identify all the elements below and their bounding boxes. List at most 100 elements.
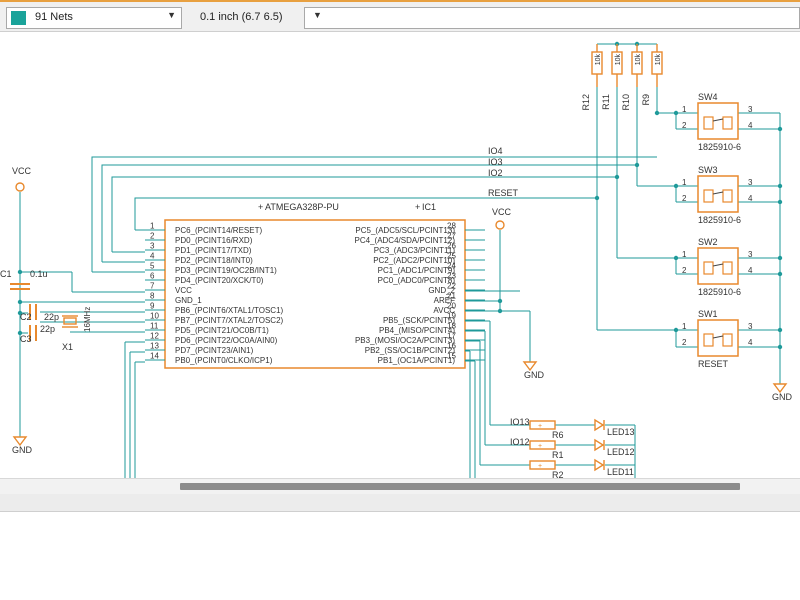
- switch-name: SW3: [698, 165, 718, 175]
- switch-pin: 2: [682, 338, 687, 347]
- ic1-pin-number: 22: [447, 282, 456, 291]
- ic1-pin-number: 4: [150, 252, 155, 261]
- switch-part: 1825910-6: [698, 215, 741, 225]
- ic1-pin-number: 19: [447, 312, 456, 321]
- net-label-io4: IO4: [488, 146, 503, 156]
- ic1-pin-number: 9: [150, 302, 155, 311]
- resistor-value: 10k: [595, 54, 602, 66]
- top-toolbar: 91 Nets ▼ 0.1 inch (6.7 6.5) ▼: [0, 0, 800, 32]
- grid-size-label: 0.1 inch (6.7 6.5): [200, 11, 283, 23]
- resistor-value: 10k: [655, 54, 662, 66]
- switch-pin: 1: [682, 105, 687, 114]
- switches: SW41825910-61234SW31825910-61234SW218259…: [682, 92, 753, 369]
- switch-pin: 2: [682, 121, 687, 130]
- ic1-pin-name: PC2_(ADC2/PCINT10): [373, 256, 455, 265]
- junctions: [17, 41, 783, 350]
- ic1-body[interactable]: [164, 219, 466, 369]
- ic1-pin-number: 13: [150, 342, 159, 351]
- ic1-pin-name: AVCC: [433, 306, 455, 315]
- horizontal-scrollbar[interactable]: [0, 478, 800, 494]
- ic1-pin-number: 27: [447, 232, 456, 241]
- ic1-pin-name: PB5_(SCK/PCINT5): [383, 316, 455, 325]
- crystal-x1: [62, 315, 78, 328]
- wires: [19, 43, 781, 480]
- switch-part: 1825910-6: [698, 142, 741, 152]
- ic1-pin-number: 10: [150, 312, 159, 321]
- capacitors: [10, 283, 37, 341]
- svg-text:+: +: [538, 463, 542, 470]
- ic1-pin-number: 21: [447, 292, 456, 301]
- net-label-io13: IO13: [510, 417, 530, 427]
- led-row[interactable]: + R2 LED11: [529, 458, 634, 480]
- ic1-pin-name: PB1_(OC1A/PCINT1): [378, 356, 456, 365]
- c1-label: C1: [0, 269, 12, 279]
- gnd-right-label: GND: [772, 392, 793, 402]
- net-label-io3: IO3: [488, 157, 503, 167]
- ic1-pin-name: PD0_(PCINT16/RXD): [175, 236, 253, 245]
- net-label-reset: RESET: [488, 188, 519, 198]
- led-resistor-ref: R2: [552, 470, 564, 480]
- vcc-left-label: VCC: [12, 166, 32, 176]
- ic1-pin-name: PB0_(PCINT0/CLKO/ICP1): [175, 356, 273, 365]
- switch-pin: 3: [748, 250, 753, 259]
- ic1-pin-name: GND_2: [428, 286, 455, 295]
- resistor-ref: R10: [621, 94, 631, 111]
- ic1-pin-name: PC1_(ADC1/PCINT9): [378, 266, 456, 275]
- ic1-pin-name: PD2_(PCINT18/INT0): [175, 256, 253, 265]
- led-resistor-ref: R6: [552, 430, 564, 440]
- svg-text:+: +: [538, 423, 542, 430]
- switch-name: SW1: [698, 309, 718, 319]
- ic1-name: ATMEGA328P-PU: [265, 202, 339, 212]
- vcc-mid-symbol: [495, 220, 505, 230]
- led-row[interactable]: + R6 LED13: [529, 418, 635, 440]
- ic1-pin-number: 6: [150, 272, 155, 281]
- net-count-label: 91 Nets: [35, 11, 73, 23]
- switch-pin: 3: [748, 105, 753, 114]
- ic1-pin-number: 2: [150, 232, 155, 241]
- layer-select[interactable]: ▼: [304, 7, 800, 29]
- ic1-pin-name: PC4_(ADC4/SDA/PCINT12): [355, 236, 456, 245]
- ic1-pin-number: 28: [447, 222, 456, 231]
- ic1-pin-number: 20: [447, 302, 456, 311]
- resistor-ref: R12: [581, 94, 591, 111]
- net-color-swatch: [11, 11, 26, 25]
- switch-part: 1825910-6: [698, 287, 741, 297]
- ic1-pin-number: 15: [447, 352, 456, 361]
- ic1-pin-name: PC6_(PCINT14/RESET): [175, 226, 262, 235]
- ic1-pin-name: PB6_(PCINT6/XTAL1/TOSC1): [175, 306, 284, 315]
- resistor-ref: R9: [641, 94, 651, 106]
- ic1-anchor-icon: +: [258, 202, 263, 212]
- switch-pin: 2: [682, 266, 687, 275]
- switch-pin: 1: [682, 250, 687, 259]
- ic1-pin-number: 17: [447, 332, 456, 341]
- scrollbar-thumb[interactable]: [180, 483, 740, 490]
- net-label-io12: IO12: [510, 437, 530, 447]
- switch-part: RESET: [698, 359, 729, 369]
- chevron-down-icon: ▼: [167, 10, 176, 20]
- ic1-ref-anchor-icon: +: [415, 202, 420, 212]
- c2-value: 22p: [44, 312, 59, 322]
- led-ref: LED13: [607, 427, 635, 437]
- bottom-panel-header: [0, 494, 800, 512]
- chevron-down-icon: ▼: [313, 10, 322, 20]
- ic1-pin-name: VCC: [175, 286, 192, 295]
- vcc-left-symbol: [15, 182, 25, 192]
- net-select[interactable]: 91 Nets ▼: [6, 7, 182, 29]
- led-ref: LED11: [607, 467, 634, 477]
- gnd-mid-label: GND: [524, 370, 545, 380]
- ic1-pin-number: 7: [150, 282, 155, 291]
- gnd-left-symbol: [12, 436, 28, 447]
- gnd-mid-symbol: [522, 361, 538, 372]
- ic1-pin-name: PD6_(PCINT22/OC0A/AIN0): [175, 336, 278, 345]
- switch-pin: 3: [748, 322, 753, 331]
- ic1-pin-number: 16: [447, 342, 456, 351]
- ic1-pin-name: PD7_(PCINT23/AIN1): [175, 346, 254, 355]
